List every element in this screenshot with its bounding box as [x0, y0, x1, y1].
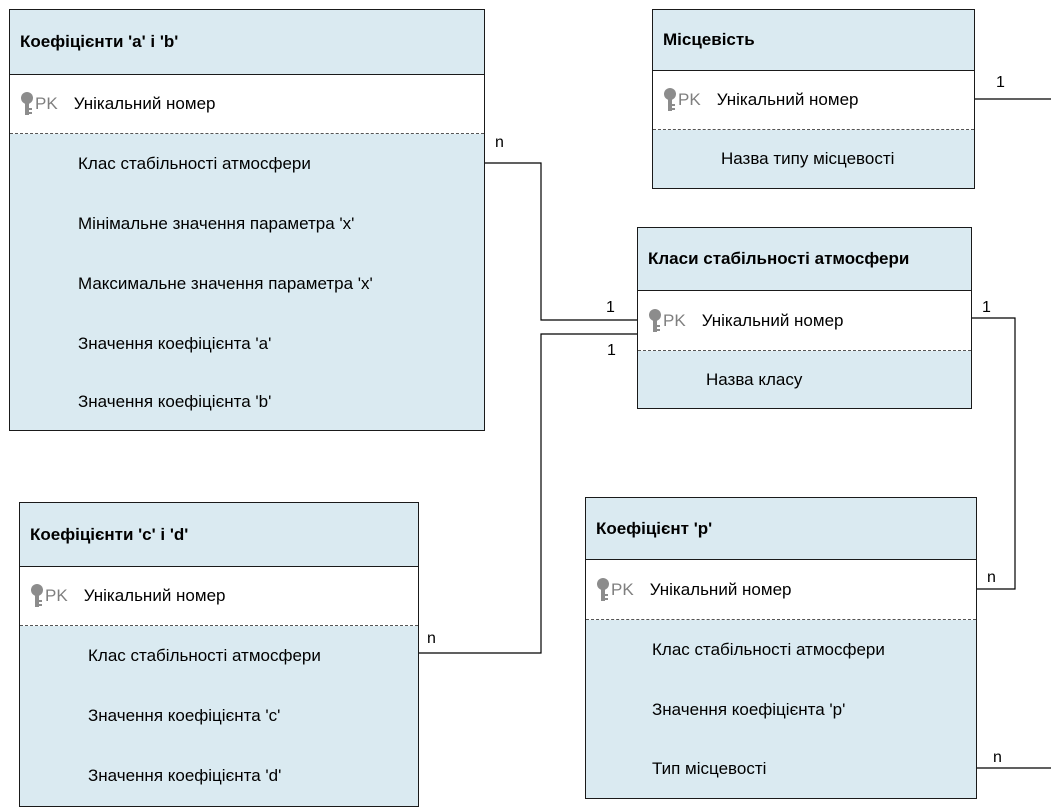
pk-field: Унікальний номер	[73, 94, 216, 113]
attributes-list: Клас стабільності атмосфери Значення кое…	[20, 626, 418, 806]
attributes-list: Назва типу місцевості	[653, 130, 974, 188]
entity-title: Коефіцієнт 'p'	[586, 498, 976, 560]
attribute-item: Клас стабільності атмосфери	[78, 154, 311, 173]
entity-locality[interactable]: Місцевість PK Унікальний номер Назва тип…	[652, 9, 975, 189]
attribute-item: Значення коефіцієнта 'p'	[652, 700, 846, 719]
attribute-item: Значення коефіцієнта 'a'	[78, 334, 272, 353]
pk-row: PK Унікальний номер	[653, 71, 974, 130]
key-icon	[649, 308, 661, 332]
entity-coefficients-ab[interactable]: Коефіцієнти 'a' і 'b' PK Унікальний номе…	[9, 9, 485, 431]
pk-field: Унікальний номер	[716, 90, 859, 109]
key-icon	[21, 92, 33, 115]
pk-label: PK	[663, 310, 686, 330]
pk-field: Унікальний номер	[701, 310, 844, 330]
pk-label: PK	[611, 579, 634, 599]
line-ab-to-classes	[484, 162, 637, 321]
attribute-item: Назва типу місцевості	[721, 149, 895, 168]
key-icon	[664, 88, 676, 111]
cardinality-classes-1-right: 1	[982, 299, 991, 316]
pk-label: PK	[678, 90, 701, 109]
line-cd-to-classes	[418, 333, 637, 654]
attribute-item: Значення коефіцієнта 'c'	[88, 706, 281, 725]
attribute-item: Максимальне значення параметра 'x'	[78, 274, 373, 293]
pk-row: PK Унікальний номер	[10, 75, 484, 134]
attribute-item: Тип місцевості	[652, 759, 767, 778]
attributes-list: Клас стабільності атмосфери Значення кое…	[586, 620, 976, 798]
cardinality-classes-1-bottom: 1	[607, 342, 616, 359]
cardinality-p-n-pk: n	[987, 569, 996, 586]
cardinality-classes-1-top: 1	[606, 299, 615, 316]
attribute-item: Значення коефіцієнта 'd'	[88, 766, 282, 785]
attribute-item: Значення коефіцієнта 'b'	[78, 392, 272, 411]
entity-title: Коефіцієнти 'c' і 'd'	[20, 503, 418, 567]
attribute-item: Мінімальне значення параметра 'x'	[78, 214, 355, 233]
cardinality-cd-n: n	[427, 630, 436, 647]
entity-title: Місцевість	[653, 10, 974, 71]
pk-row: PK Унікальний номер	[20, 567, 418, 626]
entity-coefficient-p[interactable]: Коефіцієнт 'p' PK Унікальний номер Клас …	[585, 497, 977, 799]
pk-label: PK	[35, 94, 58, 113]
attributes-list: Клас стабільності атмосфери Мінімальне з…	[10, 134, 484, 430]
cardinality-locality-1: 1	[996, 74, 1005, 91]
pk-field: Унікальний номер	[83, 586, 226, 605]
key-icon	[31, 584, 43, 607]
attribute-item: Назва класу	[706, 369, 803, 389]
attributes-list: Назва класу	[638, 351, 971, 408]
attribute-item: Клас стабільності атмосфери	[652, 640, 885, 659]
pk-label: PK	[45, 586, 68, 605]
cardinality-ab-n: n	[495, 134, 504, 151]
entity-title: Класи стабільності атмосфери	[638, 228, 971, 291]
pk-row: PK Унікальний номер	[638, 291, 971, 351]
entity-title: Коефіцієнти 'a' і 'b'	[10, 10, 484, 75]
line-classes-to-p	[972, 317, 1016, 590]
pk-row: PK Унікальний номер	[586, 560, 976, 620]
pk-field: Унікальний номер	[649, 579, 792, 599]
key-icon	[597, 577, 609, 601]
cardinality-p-n-type: n	[993, 749, 1002, 766]
entity-stability-classes[interactable]: Класи стабільності атмосфери PK Унікальн…	[637, 227, 972, 409]
entity-coefficients-cd[interactable]: Коефіцієнти 'c' і 'd' PK Унікальний номе…	[19, 502, 419, 807]
attribute-item: Клас стабільності атмосфери	[88, 646, 321, 665]
